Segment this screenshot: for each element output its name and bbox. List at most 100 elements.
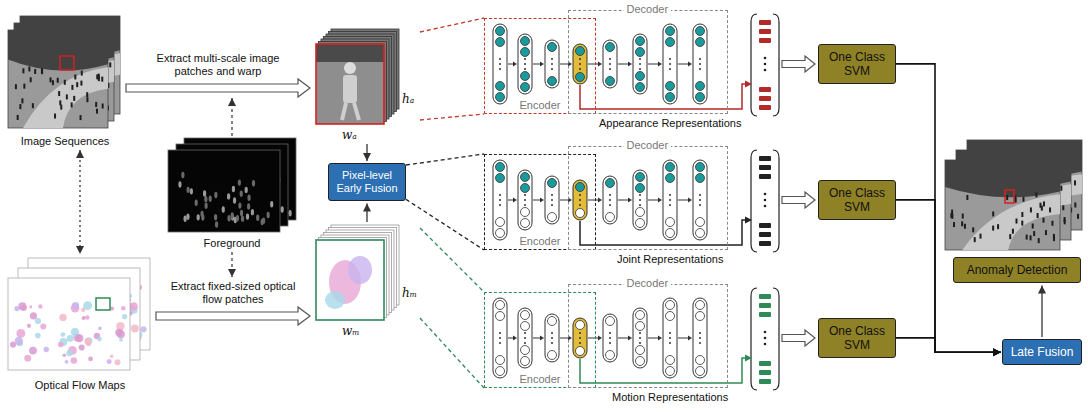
ellipsis-dot <box>524 194 526 196</box>
foreground-blob <box>247 203 250 209</box>
pedestrian <box>1045 230 1047 235</box>
neuron-layer <box>633 34 647 94</box>
feature-cell <box>759 370 771 375</box>
pedestrian <box>109 62 111 67</box>
arrowhead <box>993 348 1001 356</box>
flow-blob <box>29 305 32 308</box>
neuron-layer <box>663 24 677 104</box>
ellipsis-dot <box>609 342 611 344</box>
feature-cell <box>759 223 771 228</box>
highlight-box <box>60 56 74 70</box>
neuron-layer <box>493 24 507 104</box>
neuron <box>636 346 645 355</box>
node-label: Decoder <box>624 139 672 152</box>
ellipsis-dot <box>609 63 611 65</box>
person-body <box>343 75 357 103</box>
pedestrian <box>95 102 97 107</box>
foreground-illustration <box>168 138 296 232</box>
foreground-blob <box>227 215 230 221</box>
neuron <box>548 213 557 222</box>
foreground-blob <box>251 209 254 215</box>
feature-cell <box>759 87 771 92</box>
neuron <box>696 218 705 227</box>
pedestrian <box>50 77 52 82</box>
pedestrian <box>997 224 999 229</box>
foreground-blob <box>252 180 255 186</box>
layer-arrow <box>533 64 541 65</box>
connector <box>420 228 484 388</box>
ellipsis-dot <box>639 63 641 65</box>
neuron <box>548 77 557 86</box>
foreground-blob <box>187 187 190 193</box>
ellipsis-dot <box>639 342 641 344</box>
pedestrian <box>953 222 955 227</box>
neuron <box>636 357 645 366</box>
flow-blob <box>35 318 41 324</box>
image-panel: Foreground <box>166 138 298 250</box>
pedestrian <box>86 92 88 97</box>
ellipsis-dot <box>499 68 501 70</box>
ellipsis-dot <box>669 199 671 201</box>
neuron <box>521 83 530 92</box>
decoder-box: Decoder <box>568 284 728 388</box>
pedestrian <box>1051 221 1053 226</box>
pedestrian <box>74 74 76 79</box>
pedestrian <box>23 84 25 89</box>
layer-arrow <box>618 338 629 339</box>
pedestrian <box>71 85 73 90</box>
ellipsis-dot <box>764 199 767 202</box>
pedestrian <box>101 77 103 82</box>
pedestrian <box>81 71 83 76</box>
arrowhead <box>1038 285 1046 293</box>
foreground-blob <box>245 187 248 193</box>
pedestrian <box>980 234 982 239</box>
ellipsis-dot <box>524 337 526 339</box>
neuron <box>496 163 505 172</box>
ellipsis-dot <box>524 199 526 201</box>
ellipsis-dot <box>579 63 581 65</box>
ellipsis-dot <box>609 199 611 201</box>
node-label: One Class SVM <box>822 186 892 215</box>
arrowhead <box>76 150 84 158</box>
bottleneck-layer <box>573 44 587 84</box>
foreground-blob <box>236 215 239 221</box>
ellipsis-dot <box>499 199 501 201</box>
neuron <box>606 317 615 326</box>
flow-blob <box>66 350 72 356</box>
pedestrian <box>1030 207 1032 212</box>
ellipsis-dot <box>551 342 553 344</box>
arrowhead <box>540 336 544 341</box>
motion-patch-stack <box>316 225 399 320</box>
pedestrian <box>1062 205 1064 210</box>
foreground-blob <box>232 186 235 192</box>
flow-blob <box>107 359 112 364</box>
pedestrian <box>28 66 30 71</box>
arrowhead <box>688 198 692 203</box>
layer-arrow <box>648 64 659 65</box>
pedestrian <box>1077 214 1079 219</box>
ellipsis-dot <box>669 342 671 344</box>
ellipsis-dot <box>551 199 553 201</box>
arrowhead <box>540 62 544 67</box>
layer-arrow <box>678 338 689 339</box>
neuron <box>521 184 530 193</box>
encoder-box: Encoder <box>484 292 596 388</box>
node-label: wₐ <box>342 128 357 142</box>
neuron-layer <box>663 160 677 240</box>
foreground-blob <box>222 206 225 212</box>
ellipsis-dot <box>669 63 671 65</box>
foreground-blob <box>289 210 292 216</box>
flow-blob <box>24 355 31 362</box>
neuron <box>696 367 705 376</box>
ellipsis-dot <box>579 58 581 60</box>
neuron-layer <box>603 314 617 362</box>
ellipsis-dot <box>639 194 641 196</box>
foreground-blob <box>214 192 217 198</box>
highlight-box <box>96 298 110 310</box>
image-sequence-illustration <box>8 16 120 128</box>
neuron-layer <box>693 298 707 378</box>
flow-blob <box>67 335 74 342</box>
foreground-blob <box>184 216 187 222</box>
foreground-blob <box>241 215 244 221</box>
neuron <box>576 209 585 218</box>
